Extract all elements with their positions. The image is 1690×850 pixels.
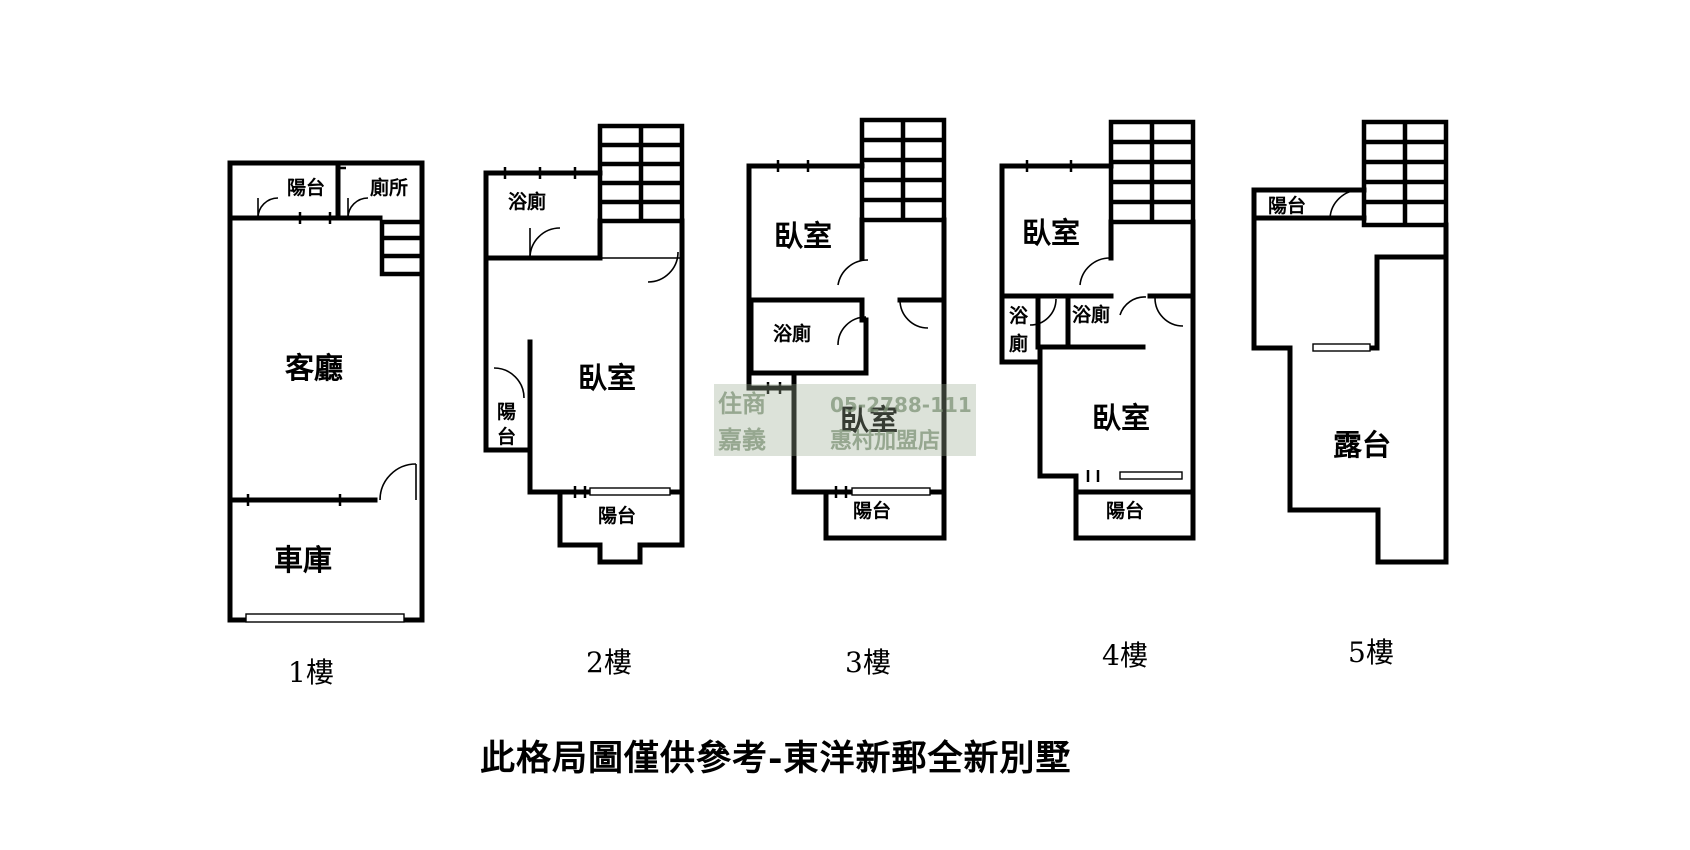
- floor-2-balcony-label: 陽台: [598, 504, 636, 527]
- floor-4-label: 4樓: [1102, 639, 1148, 672]
- floor-2-plan: 浴廁 臥室 陽 台 陽台: [483, 123, 685, 565]
- floor-1-living-room-label: 客廳: [285, 351, 343, 385]
- floor-5-balcony-label: 陽台: [1268, 194, 1306, 217]
- plan-caption: 此格局圖僅供參考-東洋新郵全新別墅: [480, 738, 1072, 779]
- floor-3-bedroom-front-label: 臥室: [774, 219, 832, 253]
- floor-1-toilet-label: 廁所: [370, 176, 408, 199]
- floor-4-bathroom-a-bottom-label: 廁: [1009, 332, 1028, 355]
- floor-3-stair: [859, 117, 947, 223]
- floor-1-label: 1樓: [288, 656, 334, 689]
- floor-4-bathroom-a-top-label: 浴: [1009, 305, 1029, 327]
- floor-3-label: 3樓: [845, 646, 891, 679]
- floor-1-stair: [379, 219, 425, 277]
- floor-4-bathroom-b-label: 浴廁: [1072, 303, 1110, 326]
- floor-2-side-balcony-bottom-label: 台: [497, 425, 516, 448]
- floor-2-side-balcony-top-label: 陽: [497, 401, 516, 423]
- floor-4-bedroom-front-label: 臥室: [1022, 216, 1080, 250]
- floor-3-bedroom-back-label: 臥室: [840, 403, 898, 437]
- floor-4-plan: 臥室 浴 廁 浴廁 臥室 陽台: [999, 119, 1196, 541]
- watermark-line2-left: 嘉義: [718, 426, 766, 454]
- floor-5-terrace-label: 露台: [1333, 428, 1391, 462]
- floor-4-stair: [1108, 119, 1196, 225]
- floor-3-balcony-label: 陽台: [853, 499, 891, 522]
- floor-2-bathroom-label: 浴廁: [508, 190, 546, 213]
- floor-2-stair: [597, 123, 685, 224]
- floor-2-bedroom-label: 臥室: [578, 361, 636, 395]
- watermark-line2-right: 惠村加盟店: [830, 429, 940, 454]
- floor-1-garage-label: 車庫: [274, 543, 332, 577]
- floor-2-label: 2樓: [586, 646, 632, 679]
- floor-5-plan: 陽台 露台: [1251, 119, 1449, 565]
- floor-3-bathroom-label: 浴廁: [773, 322, 811, 345]
- floor-5-label: 5樓: [1348, 636, 1394, 669]
- watermark-line1-left: 住商: [718, 390, 766, 418]
- floor-5-stair: [1361, 119, 1449, 228]
- watermark-phone: 05-2788-111: [830, 393, 972, 417]
- agency-watermark: 住商 05-2788-111 嘉義 惠村加盟店: [714, 384, 976, 456]
- floor-3-plan: 臥室 浴廁 臥室 陽台: [746, 117, 947, 541]
- floor-4-bedroom-back-label: 臥室: [1092, 401, 1150, 435]
- floor-4-balcony-label: 陽台: [1106, 499, 1144, 522]
- floor-1-balcony-label: 陽台: [287, 176, 325, 199]
- floor-1-plan: 陽台 廁所 客廳 車庫: [227, 160, 425, 623]
